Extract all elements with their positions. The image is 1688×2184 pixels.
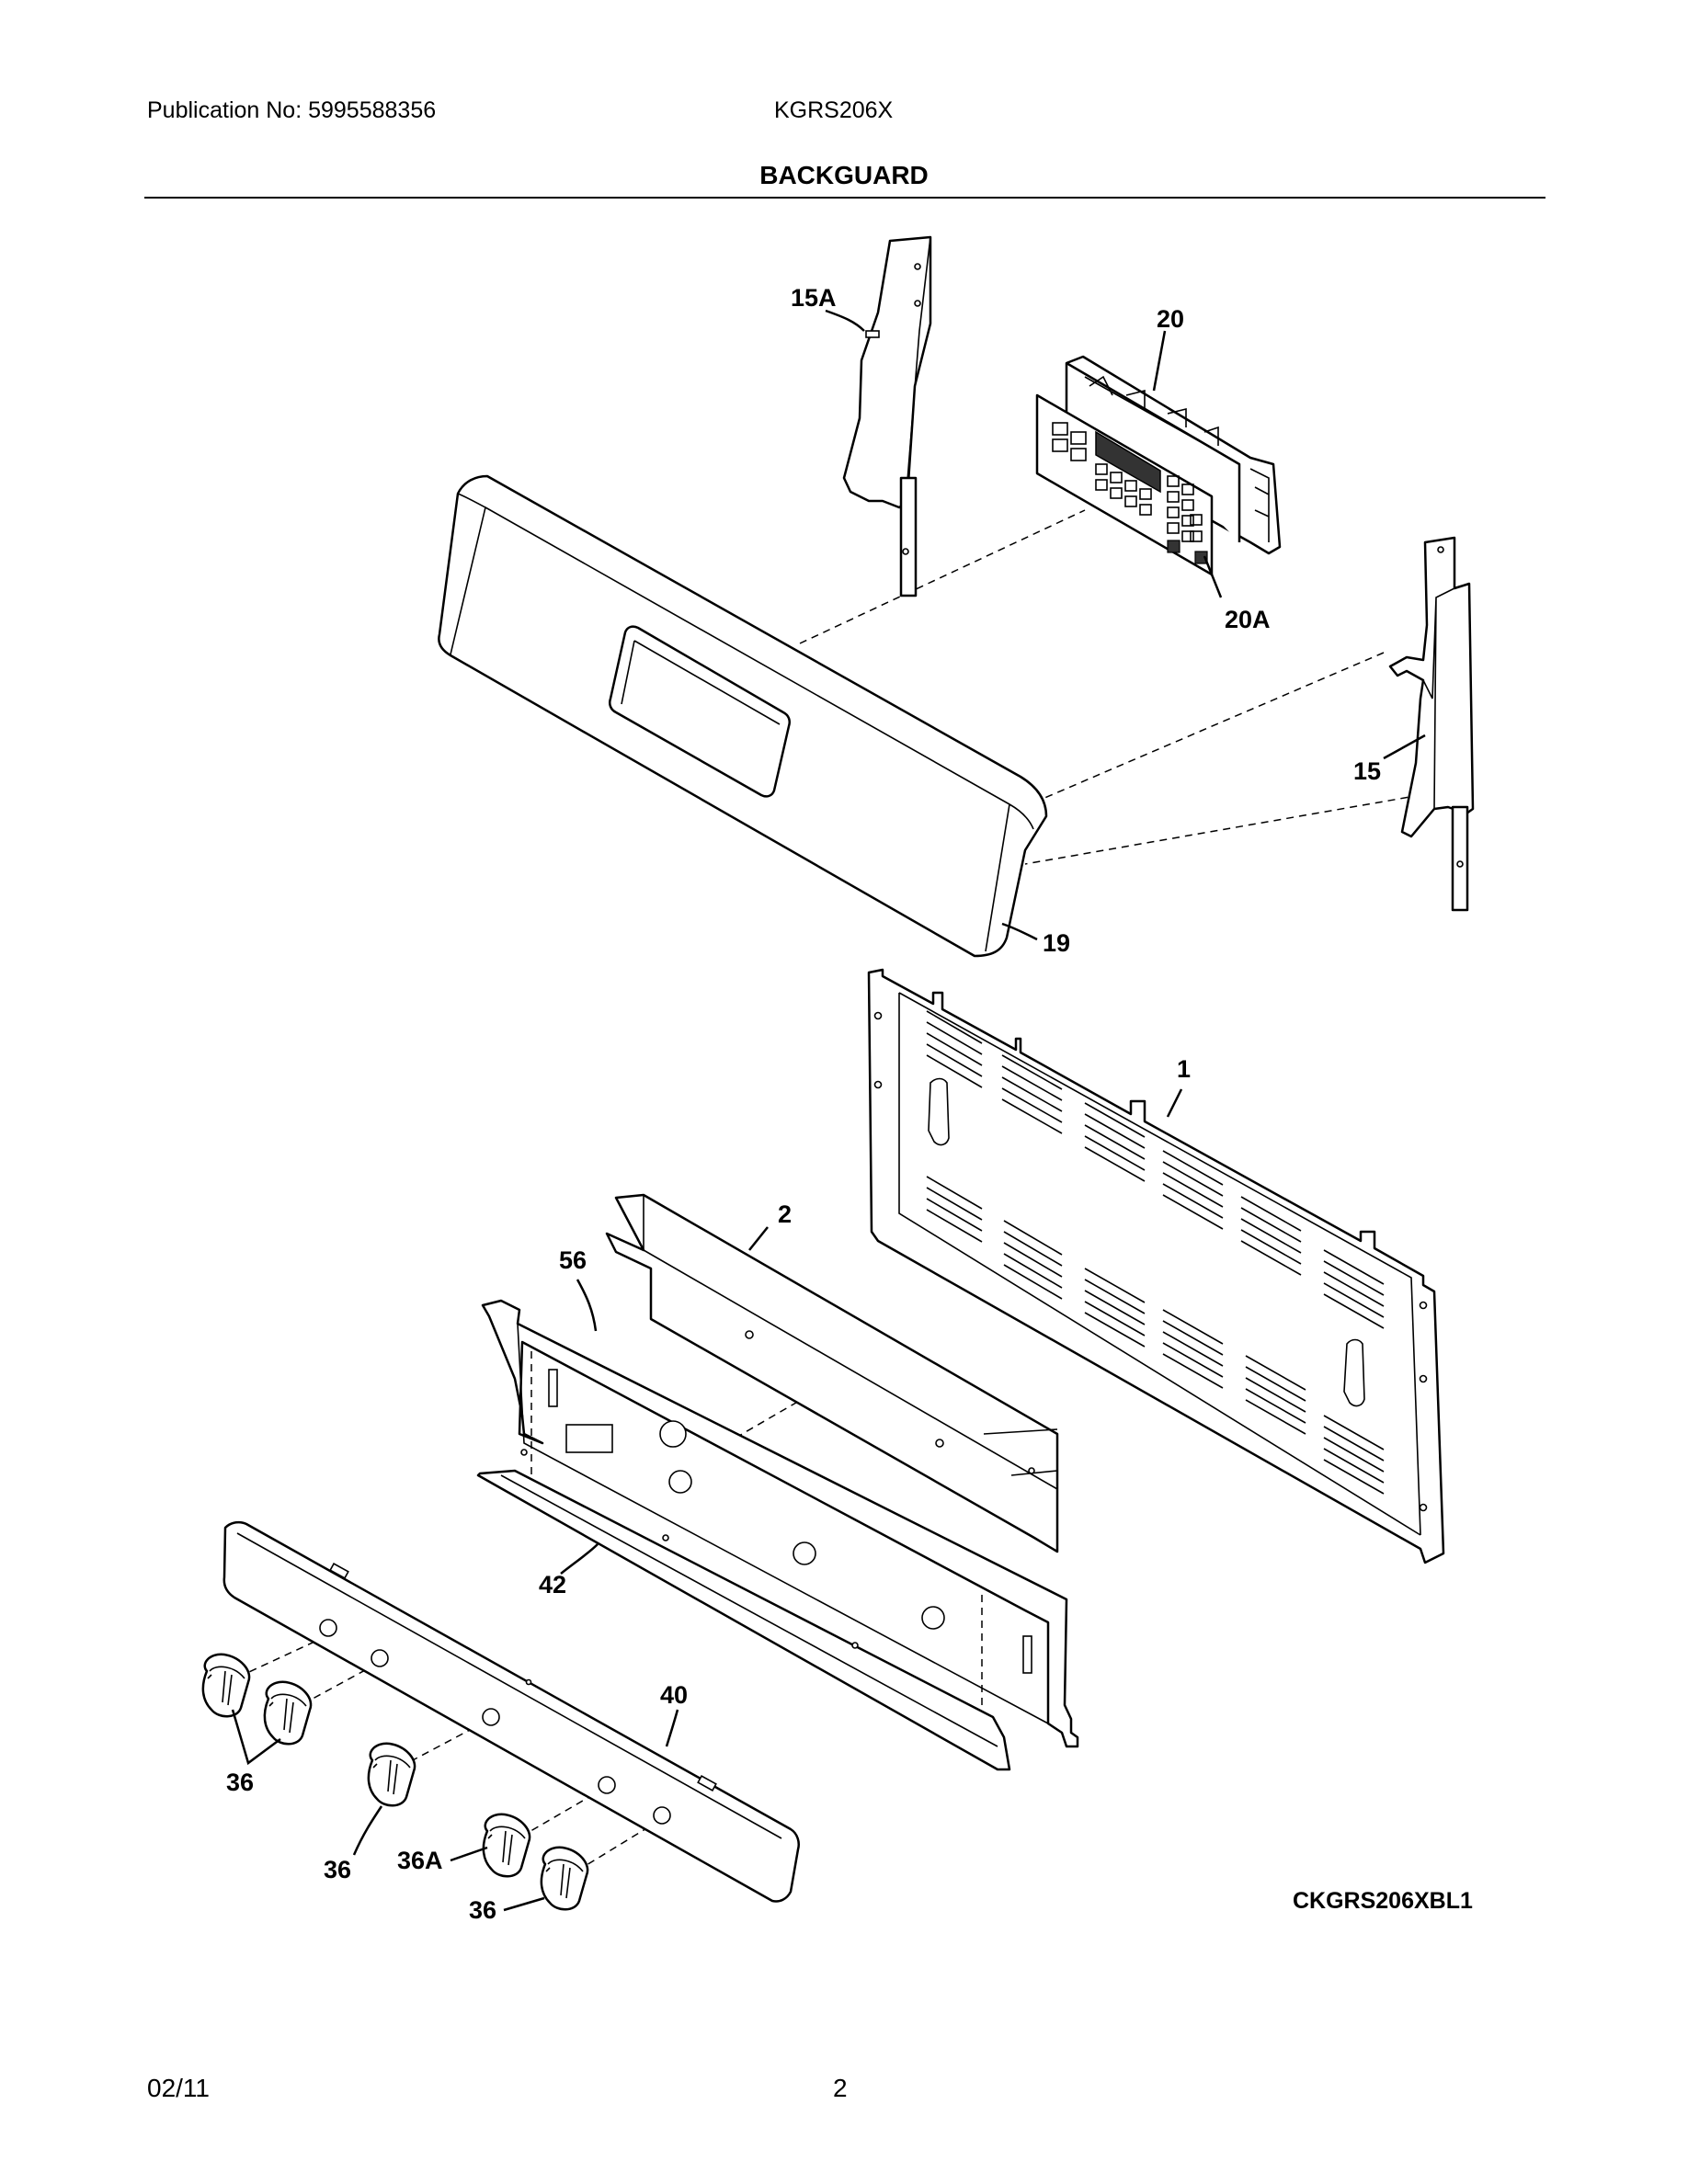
- bracket-15: [1388, 536, 1475, 912]
- callout-56: 56: [559, 1246, 587, 1274]
- page-number: 2: [833, 2074, 848, 2102]
- callout-15a: 15A: [791, 284, 837, 312]
- knob-36-middle: [367, 1742, 416, 1807]
- rear-panel-1: [867, 968, 1445, 1564]
- callout-36a: 36A: [397, 1847, 443, 1874]
- diagram-code: CKGRS206XBL1: [1293, 1888, 1473, 1914]
- model-number: KGRS206X: [774, 97, 894, 123]
- callout-42: 42: [539, 1571, 566, 1598]
- footer-date: 02/11: [147, 2074, 210, 2102]
- knob-36a: [482, 1813, 531, 1878]
- knob-36-bottom: [540, 1846, 589, 1911]
- callout-36-lower: 36: [469, 1896, 496, 1924]
- trim-panel-19: [438, 474, 1048, 958]
- callout-15: 15: [1353, 757, 1381, 785]
- control-panel-40: [222, 1520, 800, 1903]
- knob-36-second: [263, 1680, 313, 1746]
- callout-20: 20: [1157, 305, 1184, 333]
- callout-labels: 15A 20 20A 15 19 1 2 56 42 40 36 36 36A …: [226, 284, 1381, 1924]
- bracket-15a: [842, 235, 932, 597]
- callout-36-upper: 36: [226, 1769, 254, 1796]
- page-title: BACKGUARD: [759, 161, 929, 189]
- publication-number: Publication No: 5995588356: [147, 97, 437, 123]
- callout-20a: 20A: [1225, 606, 1271, 633]
- callout-2: 2: [778, 1200, 792, 1228]
- callout-1: 1: [1177, 1055, 1191, 1083]
- callout-36-middle: 36: [324, 1856, 351, 1883]
- control-bracket-56: [481, 1299, 1079, 1748]
- callout-40: 40: [660, 1681, 688, 1709]
- shield-panel-2: [605, 1193, 1059, 1553]
- callout-19: 19: [1043, 929, 1070, 957]
- header-rule: [144, 197, 1545, 199]
- trim-strip-42: [476, 1469, 1011, 1771]
- leader-lines: [231, 309, 1426, 1912]
- knob-36-top-left: [201, 1653, 251, 1718]
